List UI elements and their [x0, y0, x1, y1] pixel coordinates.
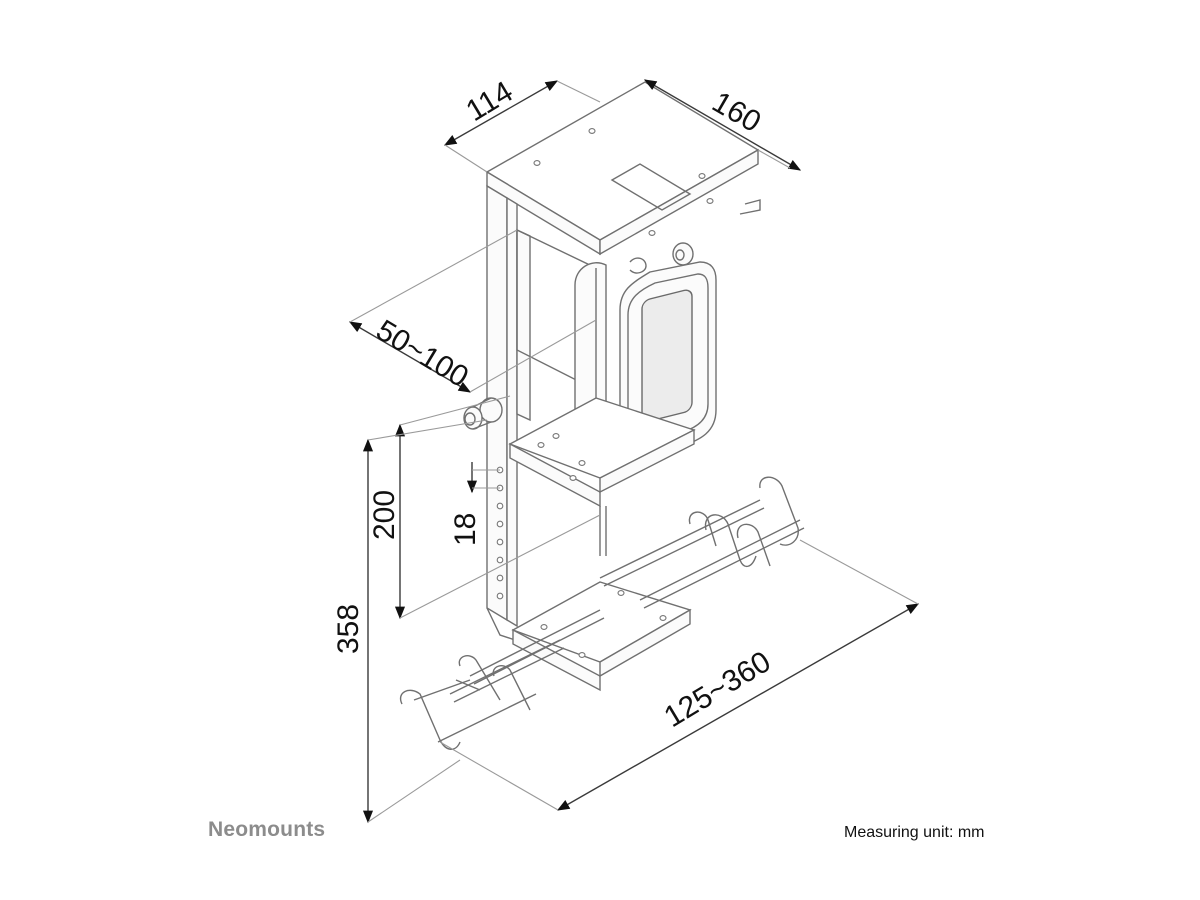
- base-rails: [399, 476, 805, 750]
- dim-line-50-100: [348, 321, 472, 393]
- clamp-pad: [641, 289, 693, 422]
- dim-label-200: 200: [368, 490, 401, 540]
- dim-label-114: 114: [461, 75, 519, 128]
- brand-logo: Neomounts: [208, 818, 326, 841]
- dimension-lines: [348, 79, 920, 824]
- dim-label-125-360: 125~360: [659, 645, 777, 734]
- dim-line-125-360: [556, 603, 920, 811]
- dim-label-358: 358: [332, 604, 365, 654]
- dim-line-114: [443, 80, 559, 146]
- cpu-holder-illustration: [399, 81, 805, 750]
- measuring-unit-note: Measuring unit: mm: [844, 824, 985, 841]
- dim-line-160: [643, 79, 802, 171]
- dim-label-18: 18: [449, 513, 482, 546]
- knob-right: [672, 242, 694, 266]
- dim-label-50-100: 50~100: [370, 314, 474, 394]
